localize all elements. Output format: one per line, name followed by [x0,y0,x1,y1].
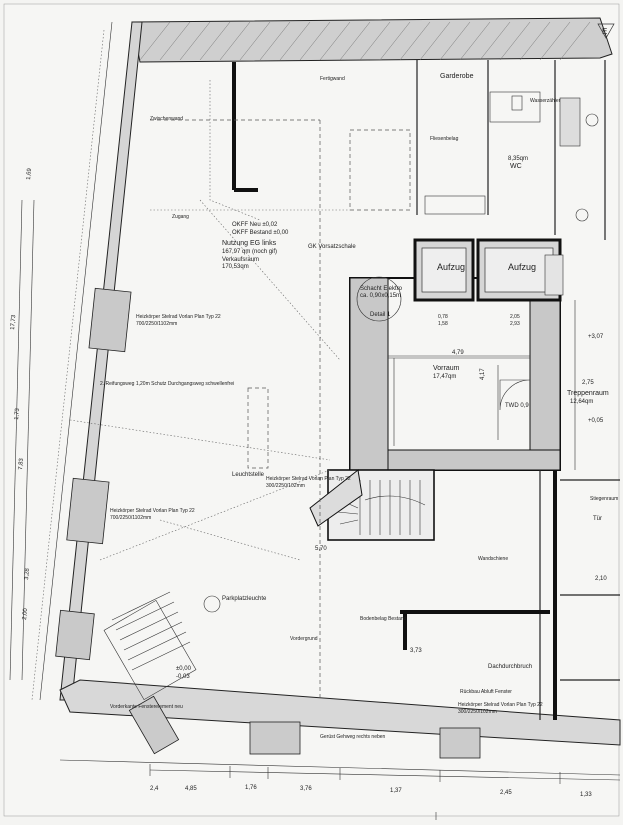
geruest-label: Gerüst Gehweg rechts neben [320,734,386,740]
treppenraum-label: Treppenraum [567,390,609,397]
wc-area-label: 8,35qm [508,156,528,162]
misc-label-8: Vordergrund [290,636,318,642]
dim-misc-4: 0,78 [438,314,448,320]
misc-label-4: Zugang [172,214,189,220]
schacht-label: Schacht Elektro [360,286,403,292]
heizkoerper-labels: Heizkörper Stelrad Vorlan Plan Typ 22 70… [110,314,543,715]
level-marks: +3,07 ±0,00 -0,03 +0,05 [176,334,604,680]
heizkoerper-3: Heizkörper Stelrad Vorlan Plan Typ 22 [266,476,351,482]
dim-bottom-4: 3,76 [300,786,312,792]
level-mark-3: -0,03 [176,674,190,680]
dim-misc-6: 2,05 [510,314,520,320]
misc-label-1: Zwischenwand [150,116,183,122]
misc-label-2: Fliesenbelag [430,136,459,142]
dimension-labels: 2,4 4,85 1,76 3,76 1,37 2,45 1,33 17,73 … [10,167,607,798]
dim-misc-8: 5,70 [315,546,327,552]
treppenraum-area: 12,64qm [570,399,593,405]
misc-label-7: Stiegenraum [590,496,618,502]
level-mark-1: +3,07 [588,334,604,340]
level-mark-2: ±0,00 [176,666,192,672]
heizkoerper-2-size: 700/2250/1102mm [110,515,151,521]
schacht-size: ca. 0,90x0,15m [360,293,401,299]
wasserzaehler-label: Wasserzähler [530,98,561,104]
vorraum-label: Vorraum [433,365,460,372]
staircase [309,469,435,541]
entrance-steps [103,591,197,701]
vorraum-area: 17,47qm [433,374,456,380]
heizkoerper-1-size: 700/2250/1102mm [136,321,177,327]
aufzug-2-label: Aufzug [508,262,536,272]
dim-misc-3: 2,75 [582,380,594,386]
dim-side-4: 3,28 [24,567,31,580]
garderobe-label: Garderobe [440,73,474,80]
dim-side-2: 1,73 [14,407,21,420]
vorraum-width: 4,79 [452,350,464,356]
bodenbelag-label: Bodenbelag Bestand [360,616,407,622]
heizkoerper-2: Heizkörper Stelrad Vorlan Plan Typ 22 [110,508,195,514]
dashed-overlay-lines [69,80,411,700]
elevator-shafts [413,238,564,302]
wc-area [424,91,599,222]
dim-misc-2: 2,10 [595,576,607,582]
dim-side-3: 7,83 [18,457,25,470]
dim-misc-5: 1,58 [438,321,448,327]
vorderkante-label: Vorderkante Fensterelement neu [110,704,183,710]
misc-label-6: Tür [593,516,602,522]
okff-neu-label: OKFF Neu ±0,02 [232,222,278,228]
vorraum-height: 4,17 [480,368,486,380]
heizkoerper-4: Heizkörper Stelrad Vorlan Plan Typ 22 [458,702,543,708]
title-block-code: E [602,27,607,36]
nutzung-sub: 170,53qm [222,264,249,270]
dim-bottom-1: 2,4 [150,786,159,792]
room-labels: Aufzug Aufzug Schacht Elektro ca. 0,90x0… [360,73,609,409]
misc-labels: Zwischenwand Fliesenbelag Fertigwand Zug… [150,76,618,642]
dim-side-6: 2,00 [22,607,29,620]
heizkoerper-3-size: 300/2250/102mm [266,483,305,489]
tuerschwelle-label: 2. Reifungsweg 1,20m Schutz Durchgangswe… [100,381,234,387]
dim-bottom-7: 1,33 [580,792,592,798]
dim-side-1: 17,73 [10,314,17,330]
title-block: E [597,23,615,39]
dim-bottom-2: 4,85 [185,786,197,792]
heizkoerper-4-size: 300/2250/102mm [458,709,497,715]
marker-labels: OKFF Neu ±0,02 OKFF Bestand ±0,00 GK Vor… [110,222,532,710]
parkplatz-label: Parkplatzleuchte [222,596,267,602]
vorraum-geometry [356,276,531,446]
nutzung-area: 167,97 qm (noch gif) [222,249,277,255]
nutzung-title: Nutzung EG links [222,240,277,247]
level-mark-4: +0,05 [588,418,604,424]
bottom-facade-wall [59,679,621,776]
dim-bottom-6: 2,45 [500,790,512,796]
vorraum-door: TWD 0,9 [505,403,529,409]
misc-label-5: Wandschiene [478,556,508,562]
dimension-lines [9,199,621,784]
dim-bottom-5: 1,37 [390,788,402,794]
aufzug-1-label: Aufzug [437,262,465,272]
gk-vorsatz-label: GK Vorsatzschale [308,244,356,250]
top-wall-band [131,17,613,63]
rueckbau-label: Rückbau Abluft Fenster [460,689,512,695]
misc-label-3: Fertigwand [320,76,345,82]
annotation-notes: Nutzung EG links 167,97 qm (noch gif) Ve… [100,240,512,740]
dim-misc-7: 2,93 [510,321,520,327]
dim-side-5: 1,69 [26,167,33,180]
lauchtstelle-label: Leuchtstelle [232,472,265,478]
wc-label: WC [510,163,522,170]
dim-misc-1: 3,73 [410,648,422,654]
okff-bestand-label: OKFF Bestand ±0,00 [232,230,289,236]
heizkoerper-1: Heizkörper Stelrad Vorlan Plan Typ 22 [136,314,221,320]
sheet-border [3,3,620,817]
dachdurchstoss-label: Dachdurchbruch [488,664,532,670]
nutzung-extra: Verkaufsraum [222,257,259,263]
detail-label: Detail 1 [370,312,391,318]
dim-bottom-3: 1,76 [245,785,257,791]
